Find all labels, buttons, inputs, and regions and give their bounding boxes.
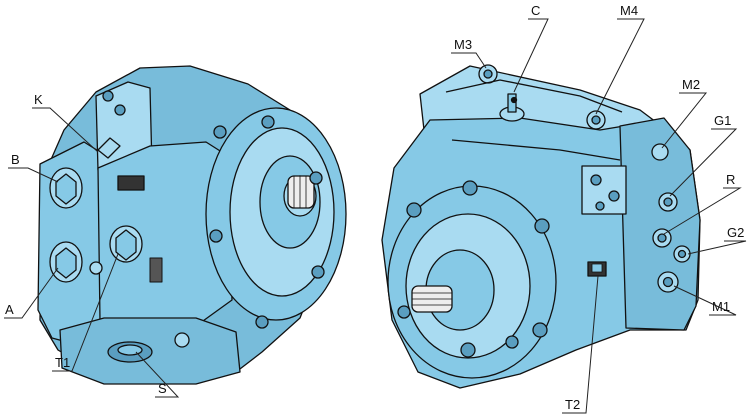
leader-line-m2 — [661, 92, 708, 149]
left-port-b — [49, 167, 83, 209]
label-s: S — [158, 381, 167, 396]
left-port-t1 — [109, 225, 143, 263]
left-control-connector — [117, 175, 145, 191]
label-m4: M4 — [620, 3, 639, 18]
right-side-plate — [619, 117, 701, 331]
right-port-m2 — [651, 143, 669, 161]
left-pump-view — [37, 65, 347, 385]
right-pump-view — [381, 64, 701, 389]
label-a: A — [5, 302, 14, 317]
label-m2: M2 — [682, 77, 701, 92]
right-port-m4 — [586, 110, 606, 130]
right-port-m3 — [478, 64, 498, 84]
label-g2: G2 — [727, 225, 745, 240]
right-flange-bolts — [397, 180, 550, 358]
right-port-m1 — [657, 271, 679, 293]
label-t2: T2 — [565, 397, 581, 412]
right-port-t2 — [587, 261, 607, 277]
label-k: K — [34, 92, 43, 107]
label-b: B — [11, 152, 20, 167]
leader-line-g2 — [687, 240, 747, 255]
leader-line-m3 — [451, 52, 487, 69]
leader-line-b — [8, 167, 59, 183]
left-splined-shaft — [287, 175, 315, 209]
leader-line-r — [663, 187, 742, 235]
leader-line-k — [32, 107, 99, 153]
leader-line-s — [135, 351, 180, 398]
leader-line-m4 — [595, 18, 645, 115]
leader-line-t2 — [562, 275, 599, 414]
leader-line-g1 — [669, 128, 738, 197]
label-r: R — [726, 172, 736, 187]
right-port-r — [652, 228, 672, 248]
label-g1: G1 — [714, 113, 732, 128]
leader-lines — [4, 18, 747, 414]
leader-line-t1 — [52, 253, 119, 372]
leader-line-c — [513, 18, 549, 93]
label-t1: T1 — [55, 355, 71, 370]
right-port-g2 — [673, 245, 691, 263]
left-port-s — [107, 341, 153, 363]
leader-line-m1 — [673, 285, 737, 316]
label-m3: M3 — [454, 37, 473, 52]
left-port-a — [49, 241, 83, 283]
left-flange-bolts — [102, 90, 325, 329]
right-port-g1 — [658, 192, 678, 212]
label-c: C — [531, 3, 541, 18]
label-m1: M1 — [712, 299, 731, 314]
right-port-c — [499, 93, 525, 122]
leader-line-a — [4, 267, 59, 319]
